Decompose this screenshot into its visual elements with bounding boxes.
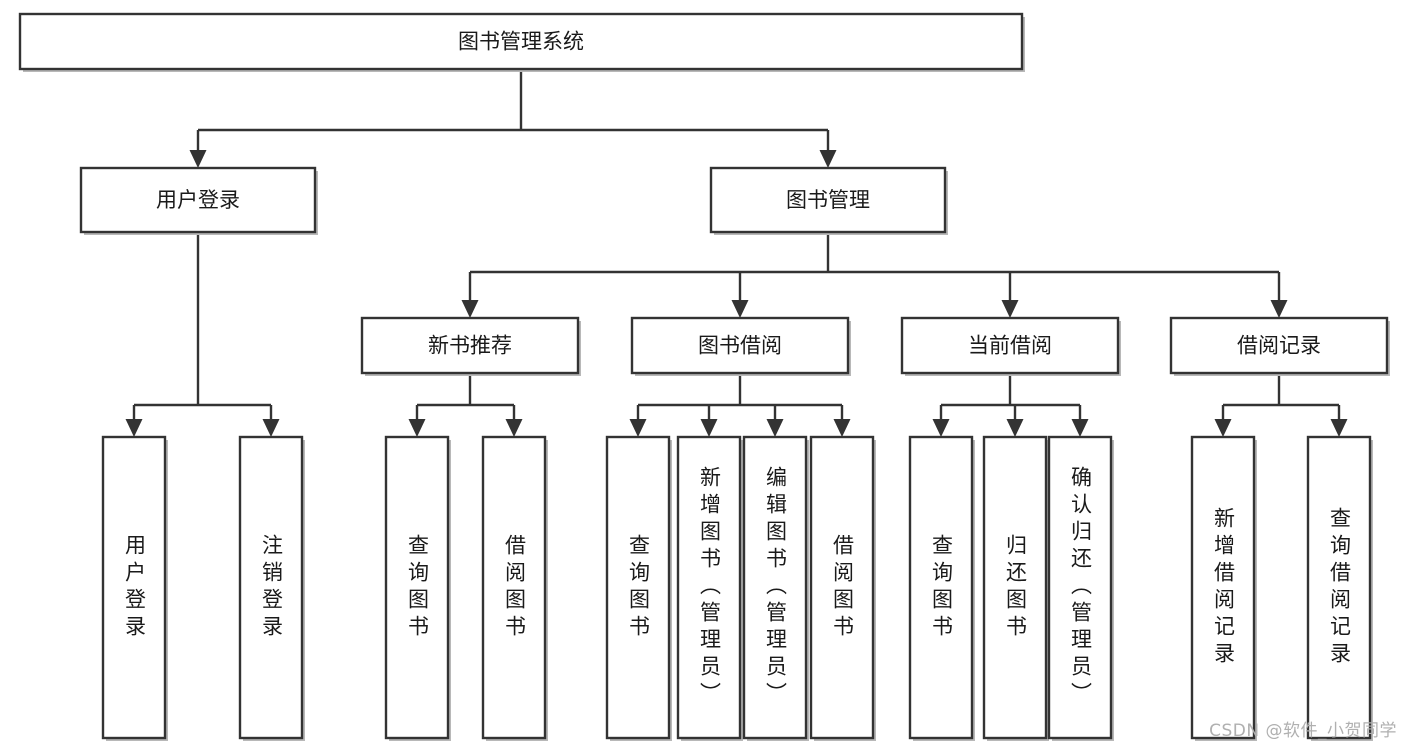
box-label: 新书推荐 <box>428 334 512 358</box>
leaf-box-2[interactable] <box>384 435 451 741</box>
box-outline <box>676 435 742 740</box>
csdn-watermark: CSDN @软件_小贺同学 <box>1209 721 1397 741</box>
box-outline <box>1169 316 1389 375</box>
leaf-box-4[interactable] <box>605 435 672 741</box>
arrow-head-icon <box>731 300 749 318</box>
box-label: 图书借阅 <box>698 334 782 358</box>
leaf-box-12[interactable] <box>1306 435 1373 741</box>
arrow-head-icon <box>461 300 479 318</box>
box-outline <box>79 166 317 234</box>
box-outline <box>1190 435 1256 740</box>
arrow-head-icon <box>833 419 851 437</box>
box-label: 当前借阅 <box>968 334 1052 358</box>
arrow-head-icon <box>1214 419 1232 437</box>
leaf-box-7[interactable] <box>809 435 876 741</box>
box-outline <box>1047 435 1113 740</box>
box-outline <box>605 435 671 740</box>
leaf-box-11[interactable] <box>1190 435 1257 741</box>
arrow-head-icon <box>1006 419 1024 437</box>
node-用户登录-l2[interactable]: 用户登录 <box>79 166 318 235</box>
box-outline <box>384 435 450 740</box>
arrow-head-icon <box>1270 300 1288 318</box>
box-outline <box>809 435 875 740</box>
node-当前借阅-l3[interactable]: 当前借阅 <box>900 316 1121 376</box>
leaf-box-0[interactable] <box>101 435 168 741</box>
arrow-head-icon <box>1071 419 1089 437</box>
leaf-box-6[interactable] <box>742 435 809 741</box>
connectors-layer <box>125 69 1348 437</box>
arrow-head-icon <box>700 419 718 437</box>
box-outline <box>101 435 167 740</box>
box-label: 借阅记录 <box>1237 334 1321 358</box>
node-图书管理-l2[interactable]: 图书管理 <box>709 166 948 235</box>
box-outline <box>360 316 580 375</box>
leaf-box-10[interactable] <box>1047 435 1114 741</box>
node-借阅记录-l3[interactable]: 借阅记录 <box>1169 316 1390 376</box>
box-outline <box>742 435 808 740</box>
node-图书借阅-l3[interactable]: 图书借阅 <box>630 316 851 376</box>
arrow-head-icon <box>766 419 784 437</box>
arrow-head-icon <box>1330 419 1348 437</box>
arrow-head-icon <box>125 419 143 437</box>
arrow-head-icon <box>932 419 950 437</box>
arrow-head-icon <box>189 150 207 168</box>
box-outline <box>709 166 947 234</box>
arrow-head-icon <box>1001 300 1019 318</box>
leaf-box-5[interactable] <box>676 435 743 741</box>
box-outline <box>900 316 1120 375</box>
leaf-box-1[interactable] <box>238 435 305 741</box>
leaf-box-9[interactable] <box>982 435 1049 741</box>
box-outline <box>908 435 974 740</box>
node-图书管理系统-root[interactable]: 图书管理系统 <box>18 12 1025 72</box>
box-outline <box>1306 435 1372 740</box>
node-新书推荐-l3[interactable]: 新书推荐 <box>360 316 581 376</box>
box-outline <box>238 435 304 740</box>
box-outline <box>18 12 1024 71</box>
arrow-head-icon <box>629 419 647 437</box>
arrow-head-icon <box>262 419 280 437</box>
box-label: 用户登录 <box>156 188 240 212</box>
leaf-box-8[interactable] <box>908 435 975 741</box>
box-outline <box>481 435 547 740</box>
box-outline <box>982 435 1048 740</box>
box-outline <box>630 316 850 375</box>
leaf-box-3[interactable] <box>481 435 548 741</box>
arrow-head-icon <box>819 150 837 168</box>
arrow-head-icon <box>505 419 523 437</box>
arrow-head-icon <box>408 419 426 437</box>
box-label: 图书管理系统 <box>458 30 584 54</box>
box-label: 图书管理 <box>786 188 870 212</box>
